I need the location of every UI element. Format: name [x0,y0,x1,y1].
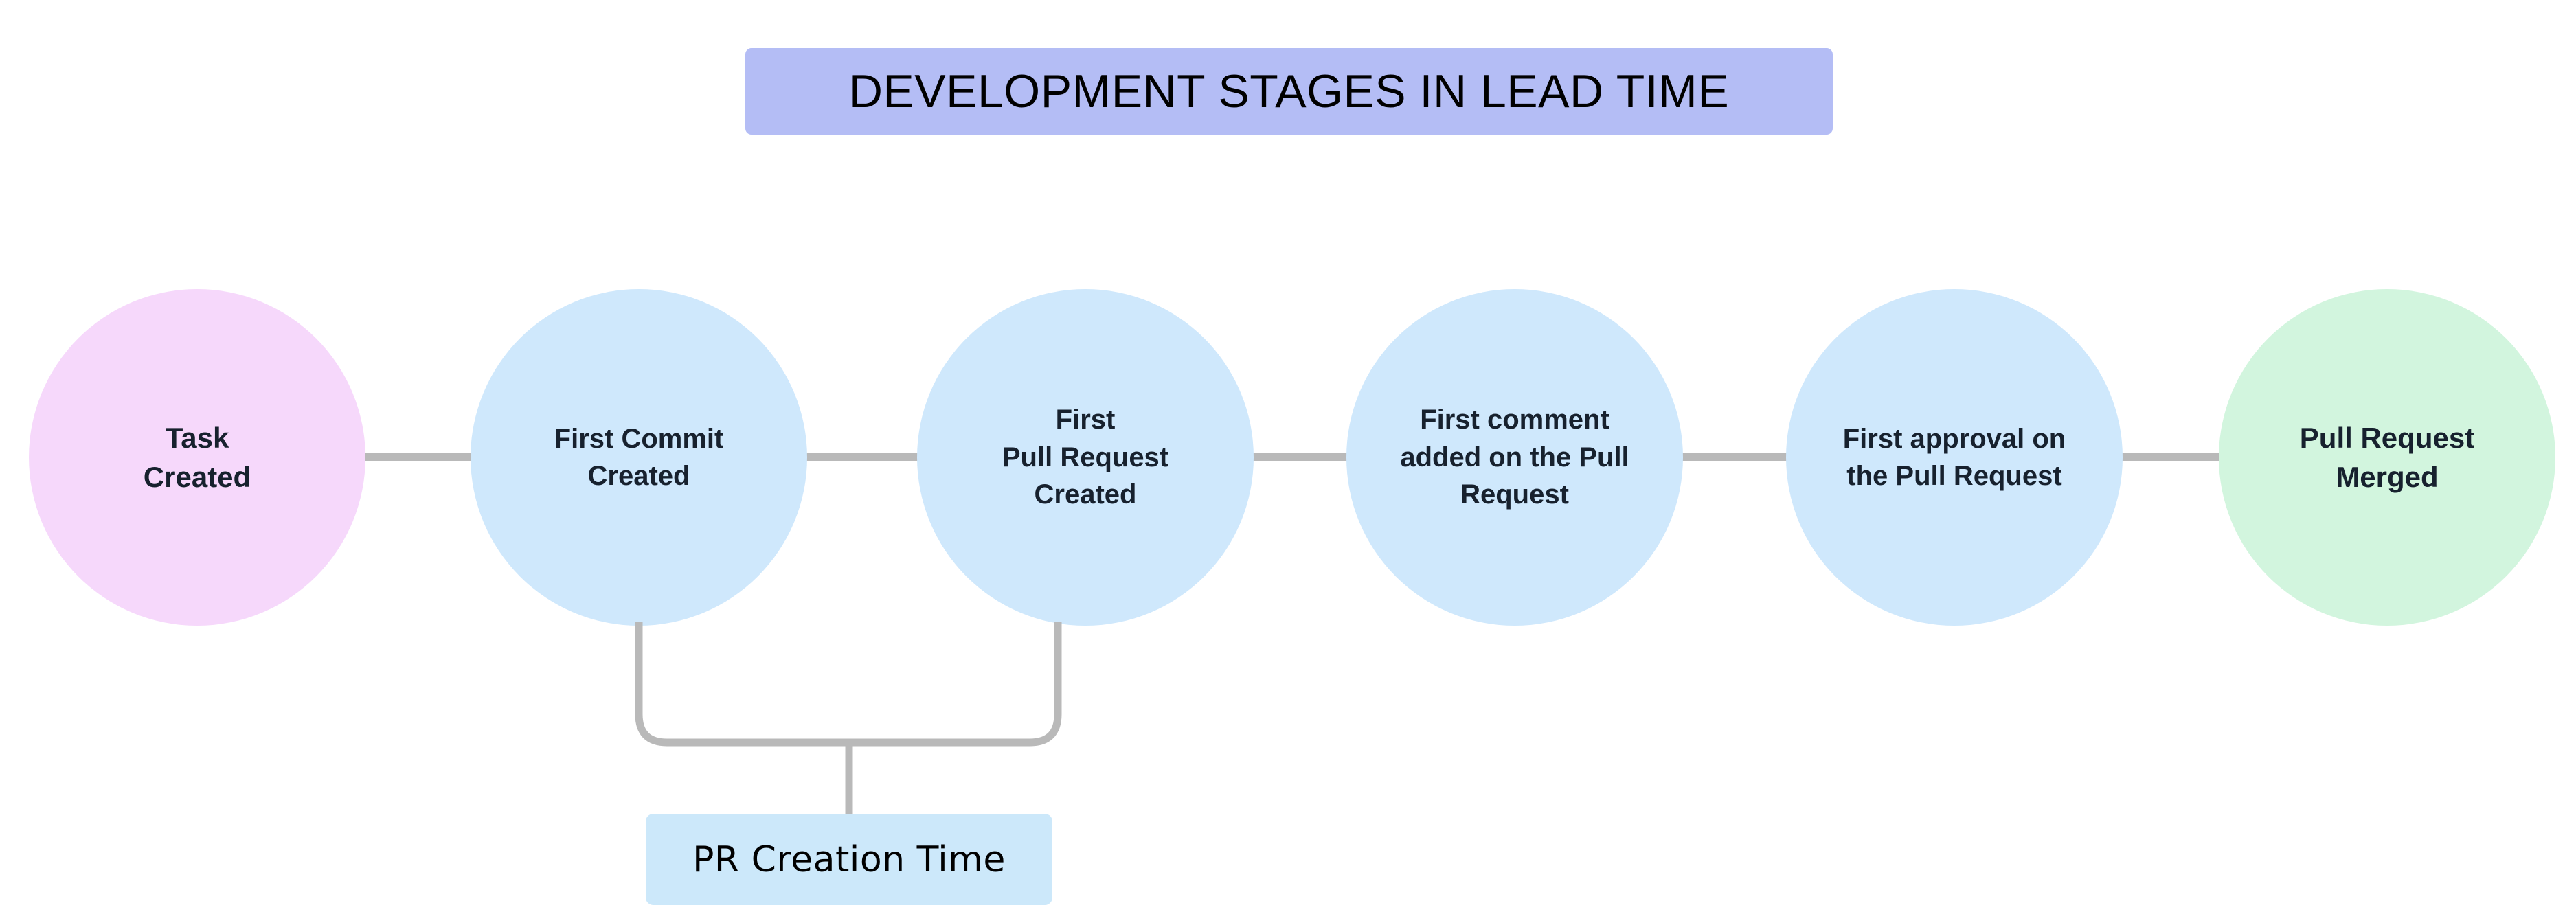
annotation-label-box[interactable]: PR Creation Time [646,814,1052,905]
diagram-title-banner: DEVELOPMENT STAGES IN LEAD TIME [745,48,1833,135]
stage-node-first-approval[interactable]: First approval on the Pull Request [1786,289,2123,626]
flow-connector-5 [2099,453,2243,461]
stage-node-pull-request-merged[interactable]: Pull Request Merged [2219,289,2555,626]
stage-node-label: Task Created [143,421,251,493]
stage-node-label: Pull Request Merged [2299,421,2475,493]
flow-connector-2 [783,453,941,461]
stage-node-label: First Pull Request Created [1002,404,1169,510]
stage-node-first-pull-request-created[interactable]: First Pull Request Created [917,289,1254,626]
flow-connector-1 [343,453,498,461]
flow-connector-4 [1659,453,1810,461]
annotation-label-text: PR Creation Time [692,839,1006,880]
stage-node-first-comment-added[interactable]: First comment added on the Pull Request [1346,289,1683,626]
page-title: DEVELOPMENT STAGES IN LEAD TIME [848,65,1730,117]
flow-connector-3 [1230,453,1370,461]
stage-node-task-created[interactable]: Task Created [29,289,365,626]
stage-node-label: First approval on the Pull Request [1842,423,2066,491]
stage-node-label: First Commit Created [554,423,724,491]
stage-node-first-commit-created[interactable]: First Commit Created [471,289,807,626]
stage-node-label: First comment added on the Pull Request [1400,404,1629,510]
